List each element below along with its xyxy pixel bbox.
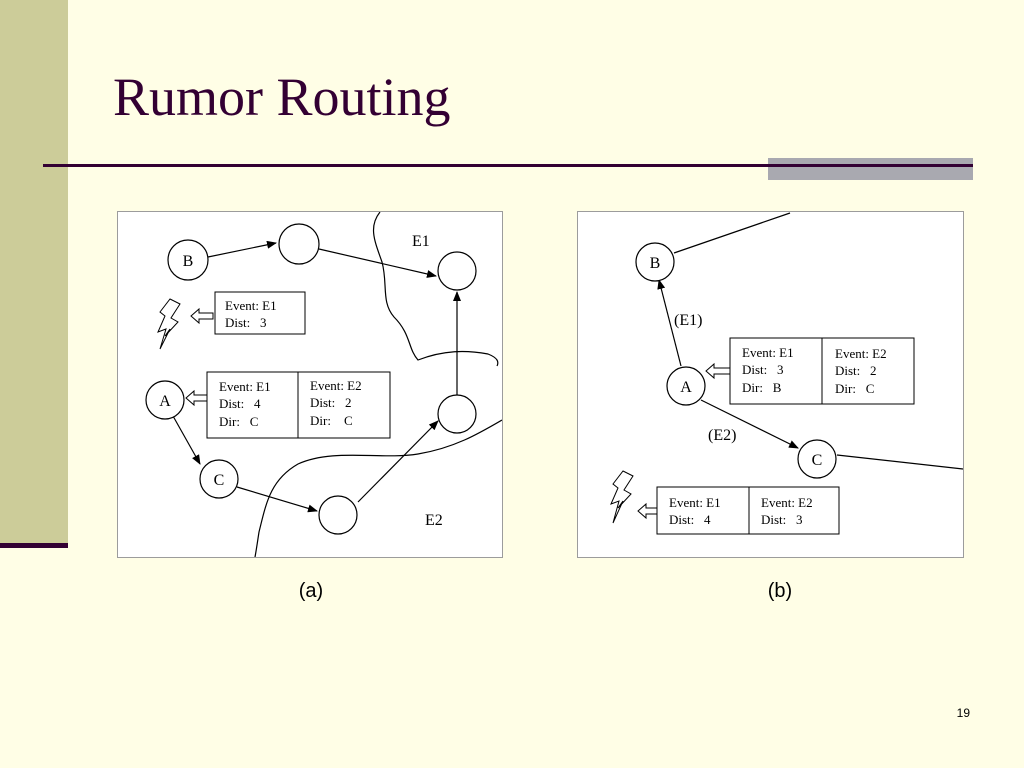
table-a-e2-dist: Dist: 2 xyxy=(310,395,352,410)
table-a-e1-event: Event: E1 xyxy=(742,345,794,360)
node-c xyxy=(199,459,239,499)
hollow-arrow-icon xyxy=(705,362,731,380)
diagram-b-figure: B A C (E1) (E2) Event: E1 Dist: 3 Dir: B… xyxy=(610,212,963,535)
table-b xyxy=(214,291,306,335)
node-c-label: C xyxy=(214,472,225,489)
node-b xyxy=(635,242,675,282)
table-a-e2-dir: Dir: C xyxy=(310,413,353,428)
caption-b: (b) xyxy=(767,580,793,602)
node-a xyxy=(145,380,185,420)
lightning-icon xyxy=(157,298,181,350)
node-a xyxy=(666,366,706,406)
node-relay2 xyxy=(318,495,358,535)
table-a-e1-event: Event: E1 xyxy=(219,379,271,394)
slide-title: Rumor Routing xyxy=(113,67,451,127)
node-c-label: C xyxy=(812,452,823,469)
edge-label-e2: (E2) xyxy=(708,427,736,444)
edge-relay2-to-relay3 xyxy=(357,420,439,503)
diagram-b-panel: B A C (E1) (E2) Event: E1 Dist: 3 Dir: B… xyxy=(577,211,964,558)
edge-a-to-c xyxy=(172,415,201,465)
left-accent-bar-foot xyxy=(0,543,68,548)
table-a-e1-dir: Dir: B xyxy=(742,380,782,395)
table-c-e2-event: Event: E2 xyxy=(761,495,813,510)
node-relay3 xyxy=(437,394,477,434)
hollow-arrow-icon xyxy=(190,307,214,325)
table-c-e2-dist: Dist: 3 xyxy=(761,512,803,527)
caption-a: (a) xyxy=(298,580,324,602)
node-sink-e1 xyxy=(437,251,477,291)
left-accent-bar xyxy=(0,0,68,546)
edge-b-outbound xyxy=(673,212,791,254)
table-c xyxy=(656,486,840,535)
page-number: 19 xyxy=(956,706,970,720)
title-accent-line xyxy=(768,164,973,167)
node-relay1 xyxy=(278,223,320,265)
region-boundary-e2 xyxy=(254,419,502,557)
edge-c-outbound xyxy=(836,454,963,470)
edge-c-to-relay2 xyxy=(236,486,318,513)
title-underline xyxy=(43,164,973,167)
table-a-e1-dir: Dir: C xyxy=(219,414,258,429)
hollow-arrow-icon xyxy=(185,389,208,407)
table-a-e1-dist: Dist: 4 xyxy=(219,396,261,411)
node-b xyxy=(167,239,209,281)
lightning-icon xyxy=(610,470,634,524)
title-accent-block xyxy=(768,158,973,180)
node-a-label: A xyxy=(680,379,692,396)
table-b-event: Event: E1 xyxy=(225,298,277,313)
region-boundary-e1 xyxy=(372,212,499,367)
table-b-dist: Dist: 3 xyxy=(225,315,267,330)
table-c-e1-event: Event: E1 xyxy=(669,495,721,510)
table-a-e2-dist: Dist: 2 xyxy=(835,363,877,378)
table-a-e2-event: Event: E2 xyxy=(310,378,362,393)
table-a-e2-event: Event: E2 xyxy=(835,346,887,361)
node-b-label: B xyxy=(183,253,194,270)
edge-relay1-to-sink xyxy=(318,248,437,278)
diagram-a-panel: B A C E1 E2 Event: E1 Dist: 3 Event: E1 … xyxy=(117,211,503,558)
node-c xyxy=(797,439,837,479)
edge-a-to-b xyxy=(657,279,682,367)
edge-a-to-c xyxy=(700,399,799,449)
table-c-e1-dist: Dist: 4 xyxy=(669,512,711,527)
table-a-e2-dir: Dir: C xyxy=(835,381,874,396)
node-a-label: A xyxy=(159,393,171,410)
table-a-e1-dist: Dist: 3 xyxy=(742,362,784,377)
edge-b-to-relay1 xyxy=(207,240,277,258)
diagram-a-figure: B A C E1 E2 Event: E1 Dist: 3 Event: E1 … xyxy=(145,212,502,557)
region-e2-label: E2 xyxy=(425,512,443,529)
edge-label-e1: (E1) xyxy=(674,312,702,329)
region-e1-label: E1 xyxy=(412,233,430,250)
hollow-arrow-icon xyxy=(637,502,659,520)
node-b-label: B xyxy=(650,255,661,272)
